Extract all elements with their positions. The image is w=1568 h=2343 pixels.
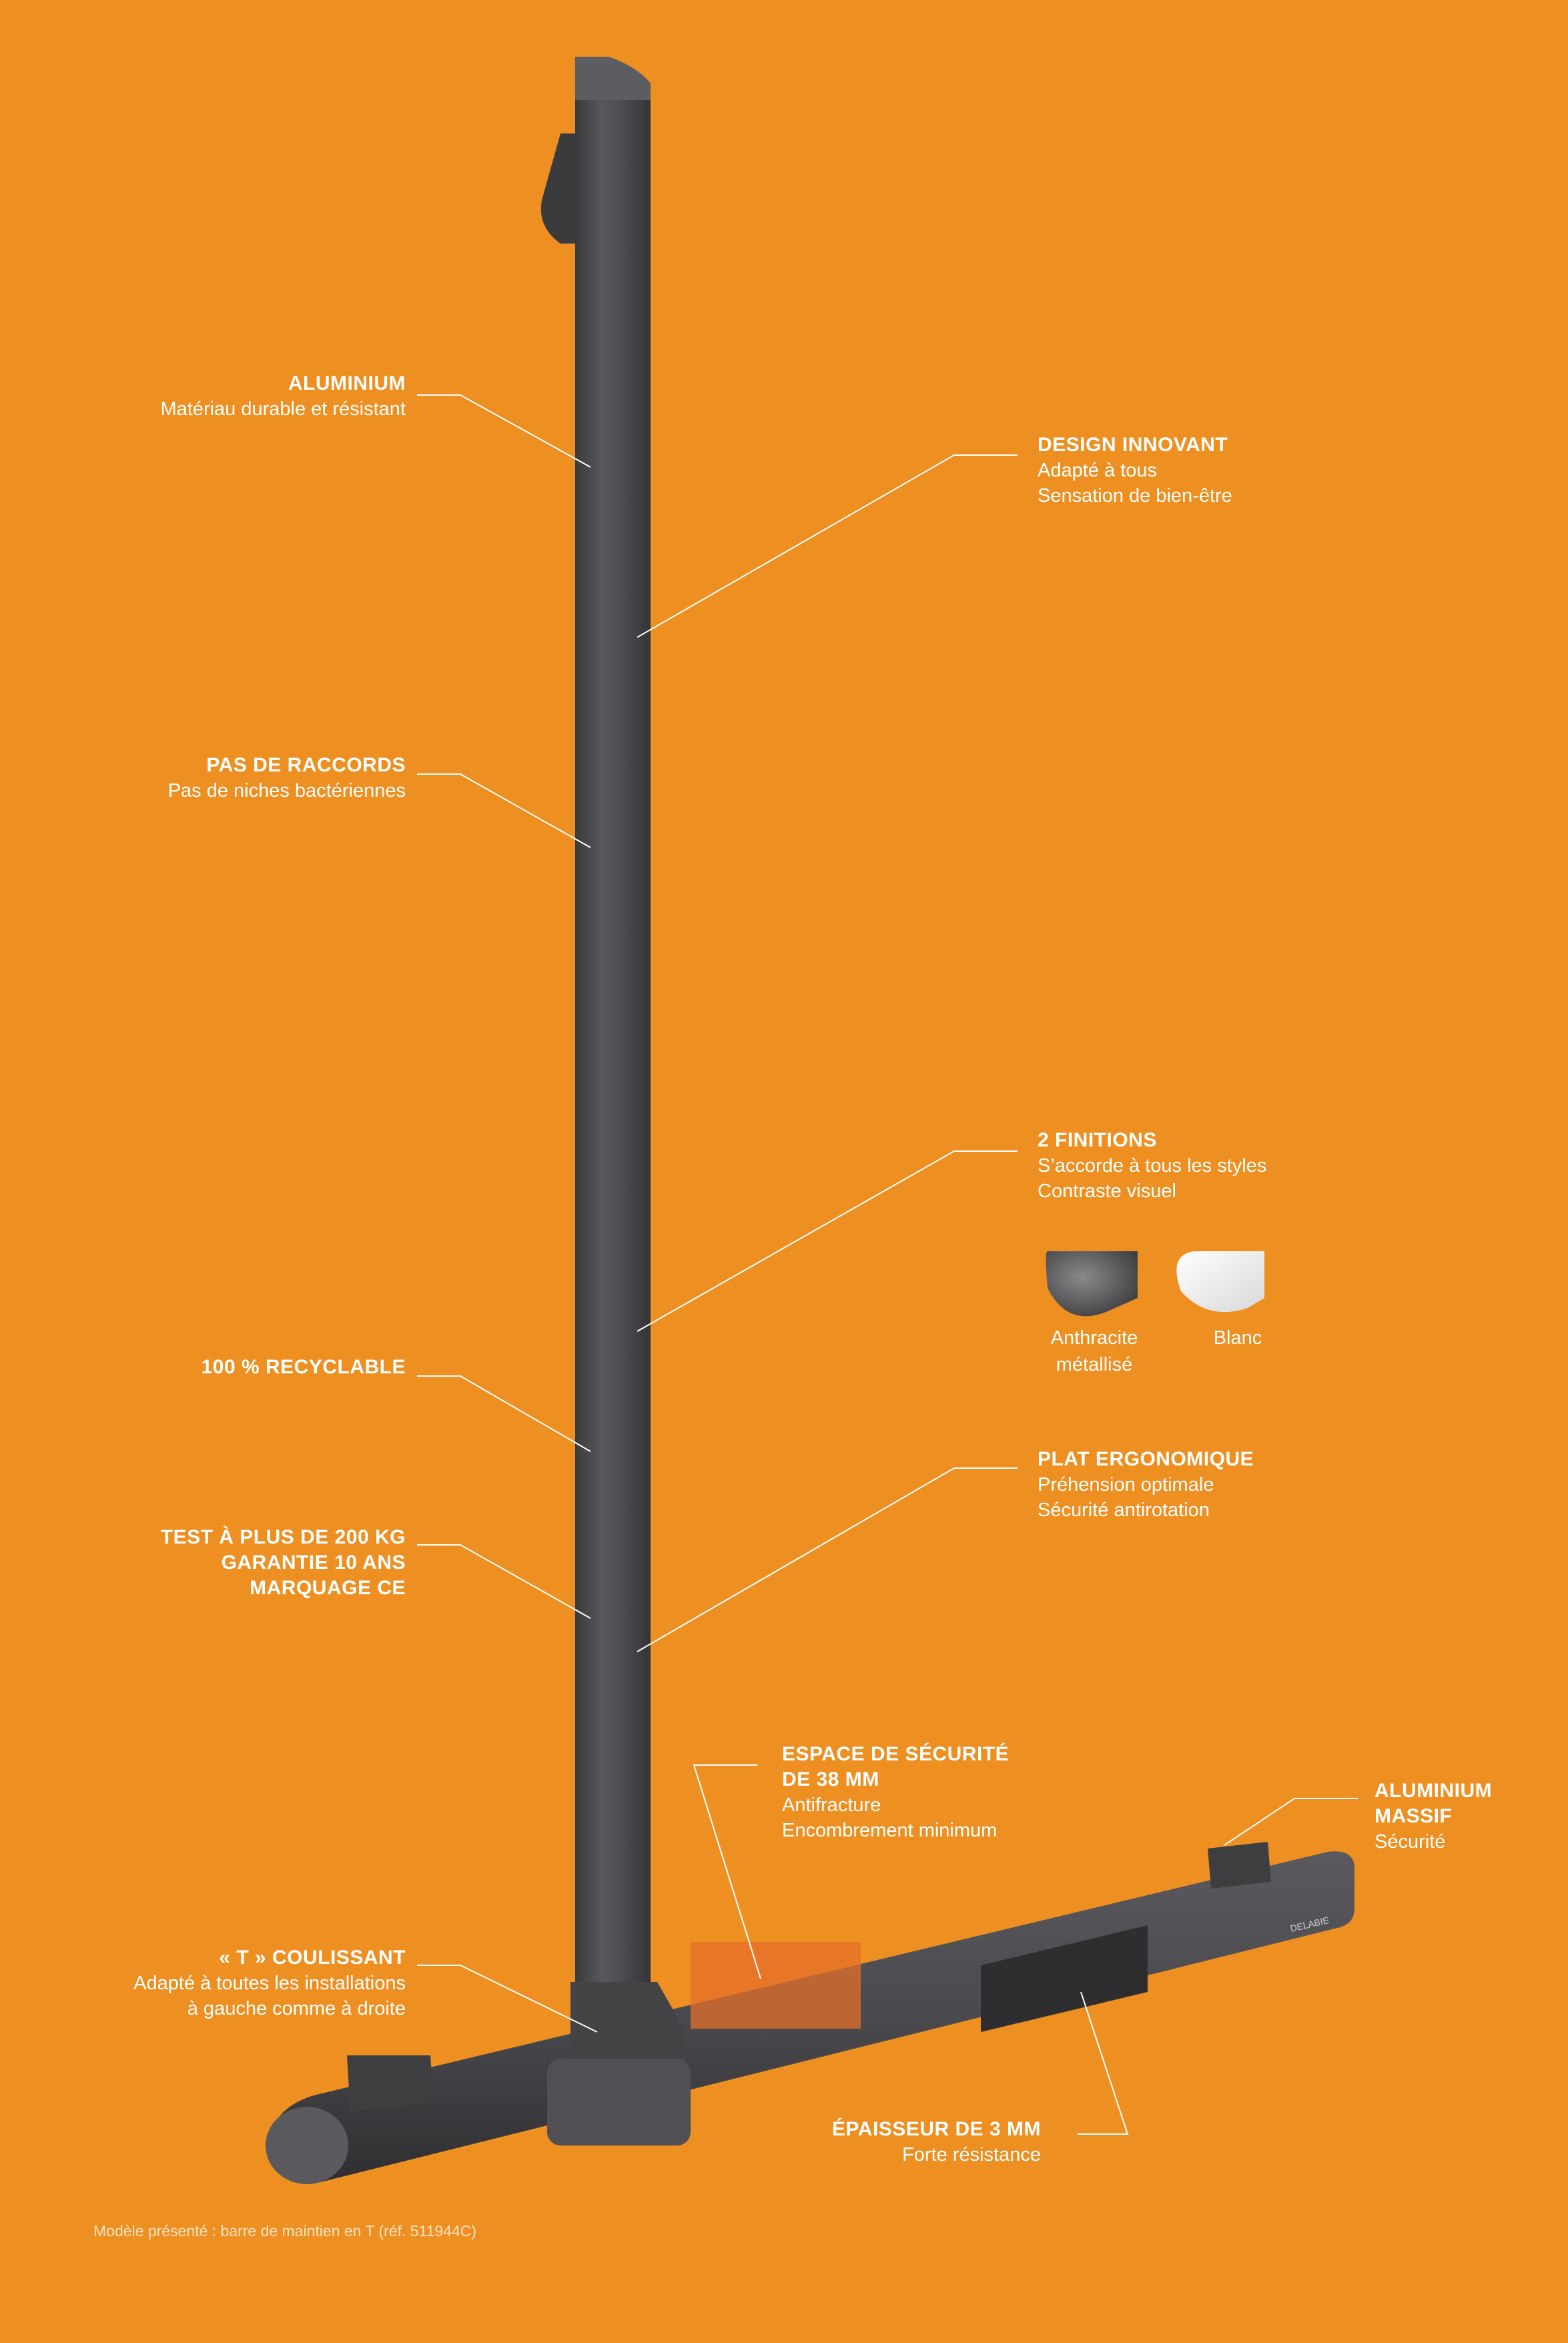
callout-line: Adapté à tous	[1038, 460, 1157, 481]
left-wall-bracket	[347, 2055, 434, 2112]
callout-line: Contraste visuel	[1038, 1181, 1176, 1202]
callout-line: Encombrement minimum	[782, 1820, 998, 1841]
leader-massif	[1224, 1798, 1358, 1846]
callout-title: ALUMINIUM	[1375, 1780, 1493, 1802]
callout-line: à gauche comme à droite	[187, 1998, 406, 2019]
callout-line: Sécurité antirotation	[1038, 1499, 1210, 1521]
safety-space-marker	[691, 1942, 861, 2029]
callout-line: Pas de niches bactériennes	[167, 780, 406, 801]
t-collar	[547, 2059, 691, 2145]
callout-aluminium: ALUMINIUM Matériau durable et résistant	[160, 371, 406, 422]
callout-line: Antifracture	[782, 1794, 881, 1816]
leader-raccords	[417, 773, 591, 848]
callout-title: GARANTIE 10 ANS	[221, 1552, 406, 1574]
leader-espace	[693, 1764, 761, 1979]
finish-swatch-white	[1176, 1251, 1264, 1313]
callout-line: S’accorde à tous les styles	[1038, 1155, 1267, 1177]
callout-test: TEST À PLUS DE 200 KG GARANTIE 10 ANS MA…	[161, 1525, 406, 1601]
callout-title: ÉPAISSEUR DE 3 MM	[832, 2118, 1041, 2140]
callout-coulissant: « T » COULISSANT Adapté à toutes les ins…	[133, 1945, 406, 2021]
leader-recyclable	[417, 1375, 591, 1452]
callout-espace: ESPACE DE SÉCURITÉ DE 38 MM Antifracture…	[782, 1742, 1009, 1843]
callout-title: PLAT ERGONOMIQUE	[1038, 1448, 1254, 1470]
callout-title: ALUMINIUM	[288, 372, 406, 394]
finish-label-white: Blanc	[1213, 1327, 1262, 1349]
callout-title: PAS DE RACCORDS	[206, 754, 406, 776]
callout-line: Préhension optimale	[1038, 1474, 1214, 1495]
callout-title: « T » COULISSANT	[219, 1947, 406, 1969]
leader-epaisseur	[1078, 1991, 1129, 2135]
finish-label-anthracite: Anthracite métallisé	[1050, 1327, 1138, 1375]
callout-massif: ALUMINIUM MASSIF Sécurité	[1375, 1778, 1492, 1855]
sliding-track	[981, 1925, 1148, 2032]
callout-line: Sécurité	[1375, 1831, 1446, 1853]
callout-design: DESIGN INNOVANT Adapté à tous Sensation …	[1038, 432, 1232, 509]
leader-test	[417, 1544, 591, 1619]
finish-swatch-anthracite	[1046, 1251, 1138, 1317]
callout-title: MARQUAGE CE	[250, 1577, 406, 1599]
callout-finitions: 2 FINITIONS S’accorde à tous les styles …	[1038, 1128, 1266, 1204]
callout-raccords: PAS DE RACCORDS Pas de niches bactérienn…	[168, 753, 406, 803]
vertical-bar-cap	[575, 57, 651, 100]
vertical-bar	[575, 57, 651, 1989]
horizontal-bar-end-cap	[266, 2107, 348, 2184]
callout-title: ESPACE DE SÉCURITÉ	[782, 1743, 1010, 1765]
leader-aluminium	[417, 394, 591, 468]
right-wall-bracket	[1208, 1842, 1271, 1889]
callout-epaisseur: ÉPAISSEUR DE 3 MM Forte résistance	[832, 2117, 1041, 2167]
leader-design	[637, 454, 1018, 638]
model-footnote: Modèle présenté : barre de maintien en T…	[93, 2222, 477, 2240]
callout-title: DE 38 MM	[782, 1768, 879, 1790]
callout-title: 2 FINITIONS	[1038, 1129, 1157, 1151]
callout-title: 100 % RECYCLABLE	[201, 1356, 406, 1378]
callout-plat: PLAT ERGONOMIQUE Préhension optimale Séc…	[1038, 1447, 1254, 1523]
callout-line: Matériau durable et résistant	[160, 398, 406, 420]
callout-line: Forte résistance	[902, 2144, 1041, 2165]
callout-title: TEST À PLUS DE 200 KG	[160, 1526, 406, 1548]
leader-lines	[417, 394, 1358, 2135]
leader-finitions	[637, 1150, 1018, 1332]
callout-line: Sensation de bien-être	[1038, 485, 1232, 507]
callout-title: MASSIF	[1375, 1805, 1453, 1827]
callout-line: Adapté à toutes les installations	[133, 1973, 406, 1994]
leader-plat	[637, 1467, 1018, 1652]
leader-coulissant	[417, 1965, 598, 2033]
callout-recyclable: 100 % RECYCLABLE	[202, 1355, 406, 1380]
callout-title: DESIGN INNOVANT	[1038, 434, 1228, 456]
